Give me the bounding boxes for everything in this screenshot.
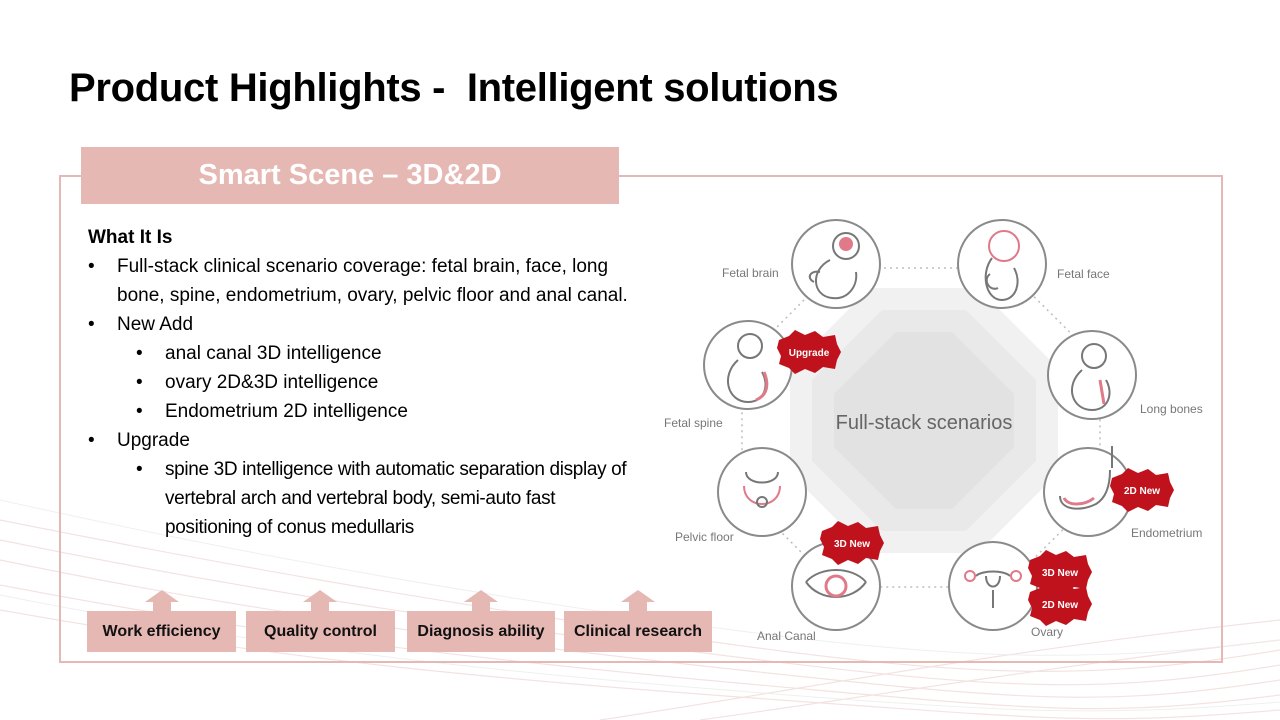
ovary-icon [948,541,1038,631]
scenario-label-anal-canal: Anal Canal [757,629,816,643]
outcome-work-efficiency: Work efficiency [87,611,236,652]
scenario-label-fetal-spine: Fetal spine [664,416,723,430]
badge-ovary-2d-text: 2D New [1042,600,1078,611]
new-add-item: ovary 2D&3D intelligence [88,368,668,397]
long-bones-icon [1047,330,1137,420]
octagon-inner [834,332,1014,509]
fetal-face-icon [957,219,1047,309]
description-block: What It Is Full-stack clinical scenario … [88,223,668,542]
new-add-bullet: New Add [88,310,668,339]
new-add-item: Endometrium 2D intelligence [88,397,668,426]
upgrade-sublist-wrap: spine 3D intelligence with automatic sep… [88,455,668,542]
center-label: Full-stack scenarios [836,412,1013,434]
badge-upgrade: Upgrade [777,330,841,374]
badge-endometrium-2d-new: 2D New [1110,468,1174,512]
upgrade-item: spine 3D intelligence with automatic sep… [88,455,668,542]
badge-ovary-3d-new: 3D New [1028,550,1092,594]
upgrade-text: spine 3D intelligence with automatic sep… [165,459,627,538]
outcome-quality-control: Quality control [246,611,395,652]
scenario-label-ovary: Ovary [1031,625,1063,639]
fetal-brain-icon [791,219,881,309]
scenario-label-endometrium: Endometrium [1131,526,1202,540]
badge-ovary-2d-new: 2D New [1028,582,1092,626]
fetal-spine-icon [703,320,793,410]
arrow-up-icon [621,590,655,612]
what-it-is-heading: What It Is [88,227,173,248]
endometrium-icon [1043,446,1133,537]
scenario-label-long-bones: Long bones [1140,402,1203,416]
content-frame [59,175,1223,663]
badge-ovary-3d-text: 3D New [1042,568,1078,579]
arrow-up-icon [145,590,179,612]
outcome-clinical-research: Clinical research [564,611,712,652]
scenario-diagram: Full-stack scenarios [664,219,1203,643]
scenario-label-fetal-face: Fetal face [1057,267,1110,281]
upgrade-sublist: spine 3D intelligence with automatic sep… [88,455,668,542]
new-add-item: anal canal 3D intelligence [88,339,668,368]
bullet-list: Full-stack clinical scenario coverage: f… [88,252,668,542]
badge-anal-3d-new: 3D New [820,521,884,565]
coverage-text: Full-stack clinical scenario coverage: f… [117,256,628,306]
new-add-sublist-wrap: anal canal 3D intelligence ovary 2D&3D i… [88,339,668,426]
badge-anal-text: 3D New [834,539,870,550]
scenario-label-fetal-brain: Fetal brain [722,266,779,280]
arrow-up-icon [464,590,498,612]
scenario-label-pelvic-floor: Pelvic floor [675,530,734,544]
pelvic-floor-icon [717,447,807,537]
outcome-diagnosis-ability: Diagnosis ability [407,611,555,652]
coverage-bullet: Full-stack clinical scenario coverage: f… [88,252,668,310]
new-add-sublist: anal canal 3D intelligence ovary 2D&3D i… [88,339,668,426]
badge-endometrium-text: 2D New [1124,486,1160,497]
upgrade-bullet: Upgrade [88,426,668,455]
badge-upgrade-text: Upgrade [789,348,830,359]
section-banner: Smart Scene – 3D&2D [81,147,619,204]
slide-title: Product Highlights - Intelligent solutio… [69,66,839,110]
arrow-up-icon [303,590,337,612]
